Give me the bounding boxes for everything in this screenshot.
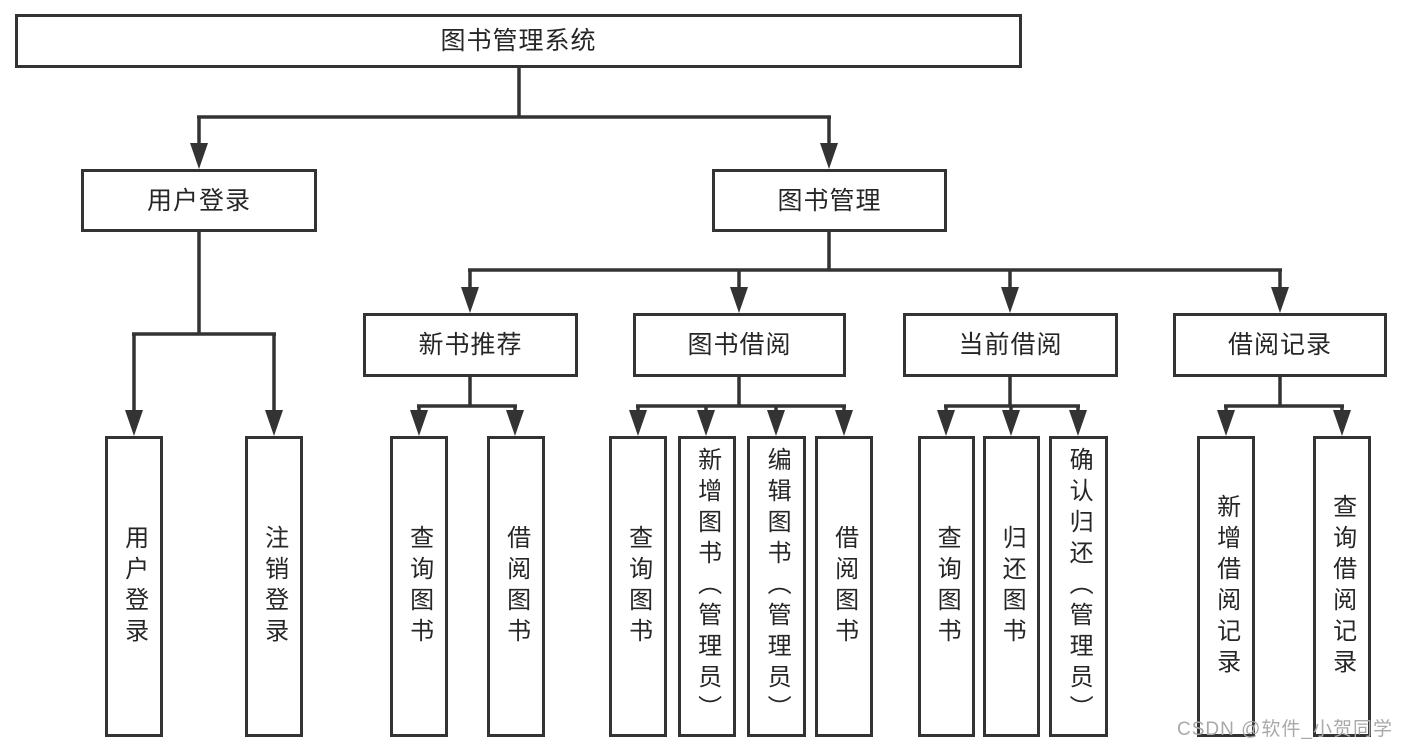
- arrow-down-icon: [629, 410, 647, 436]
- leaf-query-borrow-record: 查询借阅记录: [1313, 436, 1371, 737]
- arrow-down-icon: [697, 410, 715, 436]
- node-borrow-records-label: 借阅记录: [1227, 331, 1332, 359]
- leaf-borrow-books-label: 借阅图书: [830, 524, 858, 649]
- node-user-login-label: 用户登录: [146, 186, 251, 215]
- leaf-return-book-label: 归还图书: [998, 524, 1026, 649]
- leaf-add-borrow-record: 新增借阅记录: [1197, 436, 1255, 737]
- arrow-down-icon: [1069, 410, 1087, 436]
- node-new-book-recommend-label: 新书推荐: [418, 331, 523, 359]
- leaf-query-books-borrow: 查询图书: [609, 436, 667, 737]
- leaf-query-books-borrow-label: 查询图书: [624, 524, 652, 649]
- arrow-down-icon: [835, 410, 853, 436]
- leaf-confirm-return-admin-label: 确认归还（管理员）: [1065, 447, 1093, 726]
- node-user-login: 用户登录: [81, 169, 317, 232]
- leaf-edit-book-admin-label: 编辑图书（管理员）: [763, 447, 791, 726]
- node-book-management-label: 图书管理: [777, 186, 882, 215]
- leaf-borrow-books-rec-label: 借阅图书: [502, 524, 530, 649]
- arrow-down-icon: [1333, 410, 1351, 436]
- arrow-down-icon: [1271, 287, 1289, 313]
- leaf-query-borrow-record-label: 查询借阅记录: [1328, 493, 1356, 680]
- connector-borrow-records-to-leaves: [1217, 377, 1351, 436]
- node-current-borrow-label: 当前借阅: [958, 331, 1063, 359]
- arrow-down-icon: [730, 287, 748, 313]
- arrow-down-icon: [1002, 410, 1020, 436]
- leaf-edit-book-admin: 编辑图书（管理员）: [747, 436, 806, 737]
- arrow-down-icon: [461, 287, 479, 313]
- arrow-down-icon: [937, 410, 955, 436]
- arrow-down-icon: [265, 410, 283, 436]
- leaf-add-book-admin-label: 新增图书（管理员）: [693, 447, 721, 726]
- arrow-down-icon: [125, 410, 143, 436]
- leaf-return-book: 归还图书: [983, 436, 1040, 737]
- node-book-management: 图书管理: [712, 169, 947, 232]
- leaf-logout-label: 注销登录: [260, 524, 288, 649]
- connector-book-borrow-to-leaves: [629, 377, 853, 436]
- leaf-user-login: 用户登录: [105, 436, 163, 737]
- arrow-down-icon: [820, 143, 838, 169]
- node-borrow-records: 借阅记录: [1173, 313, 1387, 377]
- arrow-down-icon: [410, 410, 428, 436]
- leaf-add-book-admin: 新增图书（管理员）: [678, 436, 736, 737]
- leaf-user-login-label: 用户登录: [120, 524, 148, 649]
- leaf-query-books-current-label: 查询图书: [933, 524, 961, 649]
- node-current-borrow: 当前借阅: [903, 313, 1118, 377]
- connector-book-management-to-level2: [461, 232, 1289, 313]
- node-book-borrow-label: 图书借阅: [687, 331, 792, 359]
- arrow-down-icon: [1217, 410, 1235, 436]
- leaf-query-books-current: 查询图书: [918, 436, 975, 737]
- arrow-down-icon: [506, 410, 524, 436]
- node-library-management-system-label: 图书管理系统: [440, 27, 597, 55]
- leaf-add-borrow-record-label: 新增借阅记录: [1212, 493, 1240, 680]
- leaf-query-books-rec-label: 查询图书: [405, 524, 433, 649]
- node-new-book-recommend: 新书推荐: [363, 313, 578, 377]
- arrow-down-icon: [1001, 287, 1019, 313]
- connector-user-login-to-leaves: [125, 232, 283, 436]
- arrow-down-icon: [190, 143, 208, 169]
- leaf-borrow-books-rec: 借阅图书: [487, 436, 545, 737]
- leaf-logout: 注销登录: [245, 436, 303, 737]
- node-book-borrow: 图书借阅: [633, 313, 846, 377]
- leaf-confirm-return-admin: 确认归还（管理员）: [1049, 436, 1108, 737]
- leaf-borrow-books: 借阅图书: [815, 436, 873, 737]
- node-library-management-system: 图书管理系统: [15, 14, 1022, 68]
- connector-current-borrow-to-leaves: [937, 377, 1087, 436]
- connector-new-book-rec-to-leaves: [410, 377, 524, 436]
- arrow-down-icon: [767, 410, 785, 436]
- leaf-query-books-rec: 查询图书: [390, 436, 448, 737]
- csdn-watermark: CSDN @软件_小贺同学: [1177, 719, 1393, 740]
- connector-root-to-level1: [190, 66, 838, 169]
